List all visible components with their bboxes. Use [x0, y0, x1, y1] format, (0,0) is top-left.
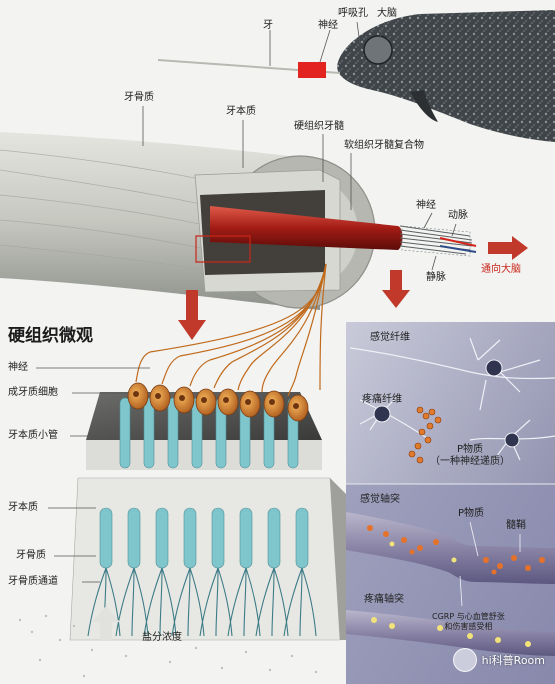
salt-arrow [92, 606, 120, 640]
label-dentin-micro: 牙本质 [8, 502, 38, 513]
label-cementum: 牙骨质 [124, 92, 154, 103]
label-nerve-mid: 神经 [416, 200, 436, 211]
arrow-to-brain [488, 236, 528, 260]
arrow-down-left [178, 290, 206, 340]
label-nerve-top: 神经 [318, 20, 338, 31]
nerve-tag [298, 62, 326, 78]
micro-leaders [36, 367, 150, 583]
label-to-brain: 通向大脑 [481, 264, 521, 275]
label-brain: 大脑 [377, 8, 397, 19]
narwhal-head [337, 10, 555, 142]
cementum-channels [87, 567, 317, 637]
label-salt: 盐分浓度 [142, 632, 182, 643]
nerve-fibers [135, 263, 327, 397]
tubules-lower [99, 507, 309, 569]
label-artery: 动脉 [448, 210, 468, 221]
odontoblast-cells [127, 382, 309, 422]
label-odontoblast: 成牙质细胞 [8, 387, 58, 398]
vesicles-orange [367, 525, 545, 575]
label-pain-axon: 疼痛轴突 [364, 594, 404, 605]
label-tusk: 牙 [263, 20, 273, 31]
micro-title: 硬组织微观 [8, 326, 93, 346]
label-cgrp-note: CGRP 与心血管舒张 和伤害感受相 [432, 612, 505, 631]
brain-dome [363, 35, 393, 65]
salt-particles [18, 614, 318, 678]
label-nerve-micro: 神经 [8, 362, 28, 373]
label-sensory-fiber: 感觉纤维 [370, 332, 410, 343]
vesicles-yellow [371, 541, 531, 647]
substance-p-chain [408, 406, 442, 464]
label-substance-p: P物质 [458, 508, 485, 519]
label-sensory-axon: 感觉轴突 [360, 494, 400, 505]
panel-leaders [459, 521, 521, 607]
label-pain-fiber: 疼痛纤维 [362, 394, 402, 405]
label-cementum-channel: 牙骨质通道 [8, 576, 58, 587]
wechat-logo-icon [452, 648, 477, 672]
narwhal-flipper [410, 90, 438, 122]
label-soft-pulp: 软组织牙髓复合物 [344, 140, 424, 151]
label-vein: 静脉 [426, 272, 446, 283]
watermark-text: hi科普Room [481, 654, 545, 667]
label-cementum-micro: 牙骨质 [16, 550, 46, 561]
label-dentin: 牙本质 [226, 106, 256, 117]
watermark: hi科普Room [452, 648, 545, 672]
label-dentinal-tubule: 牙本质小管 [8, 430, 58, 441]
label-blowhole: 呼吸孔 [338, 8, 368, 19]
label-hard-pulp: 硬组织牙髓 [294, 121, 344, 132]
arrow-down-right [382, 270, 410, 308]
nerve-brush [399, 225, 473, 255]
pulp-rod [210, 206, 403, 250]
label-substance-p-note: P物质 （一种神经递质） [430, 444, 510, 467]
pain-axon [346, 610, 555, 656]
label-myelin: 髓鞘 [506, 520, 526, 531]
